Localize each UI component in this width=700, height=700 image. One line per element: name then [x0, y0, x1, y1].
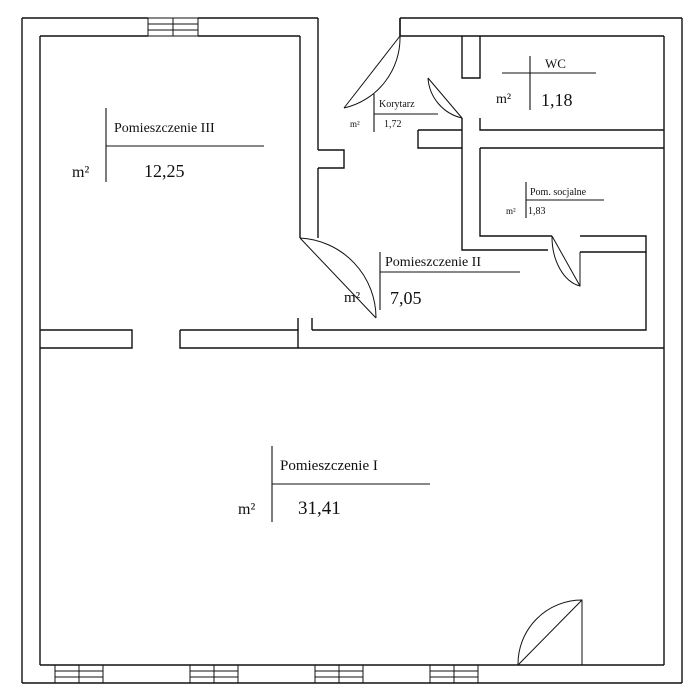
room-name: WC — [545, 56, 566, 71]
area-unit: m² — [238, 501, 255, 518]
room-area: 31,41 — [298, 498, 341, 519]
room-area: 7,05 — [390, 288, 422, 308]
window-top — [147, 17, 199, 37]
room-name: Korytarz — [379, 99, 415, 110]
window-bottom-1 — [54, 664, 104, 684]
room-area: 1,18 — [541, 90, 573, 110]
room-name: Pomieszczenie II — [385, 255, 481, 270]
area-unit: m² — [506, 206, 516, 216]
window-bottom-4 — [429, 664, 479, 684]
room-label-korytarz: Korytarz m² 1,72 — [350, 94, 438, 132]
area-unit: m² — [344, 290, 361, 306]
room-name: Pom. socjalne — [530, 187, 587, 198]
room-name: Pomieszczenie I — [280, 458, 378, 474]
room-label-wc: WC m² 1,18 — [496, 56, 596, 110]
doors — [299, 35, 583, 666]
area-unit: m² — [72, 164, 89, 181]
room-area: 12,25 — [144, 161, 185, 181]
room-label-pom3: Pomieszczenie III m² 12,25 — [72, 108, 264, 182]
room-label-socjalne: Pom. socjalne m² 1,83 — [506, 182, 604, 218]
area-unit: m² — [350, 119, 360, 129]
area-unit: m² — [496, 92, 511, 107]
room-area: 1,83 — [528, 206, 546, 217]
window-bottom-3 — [314, 664, 364, 684]
room-label-pom1: Pomieszczenie I m² 31,41 — [238, 446, 430, 522]
room-name: Pomieszczenie III — [114, 121, 215, 136]
room-label-pom2: Pomieszczenie II m² 7,05 — [344, 252, 520, 310]
outer-walls — [21, 17, 683, 684]
interior-walls — [40, 18, 664, 349]
window-bottom-2 — [189, 664, 239, 684]
room-area: 1,72 — [384, 119, 402, 130]
